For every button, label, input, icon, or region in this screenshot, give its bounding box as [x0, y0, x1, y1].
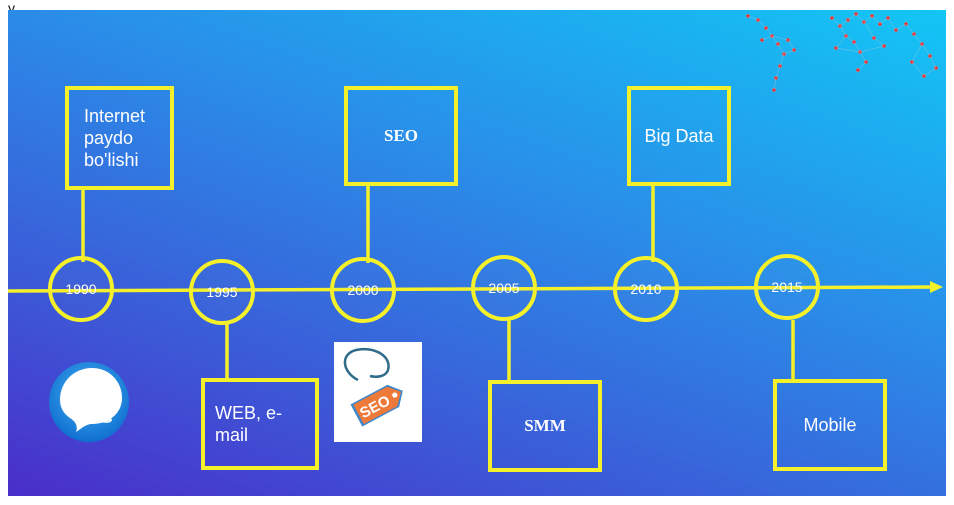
milestone-box-smm: SMM	[488, 380, 602, 472]
year-label: 2015	[771, 279, 803, 295]
year-node-2000: 2000	[330, 257, 396, 323]
year-node-2010: 2010	[613, 256, 679, 322]
milestone-text: WEB, e-mail	[215, 403, 283, 445]
milestone-box-seo: SEO	[344, 86, 458, 186]
seo-tag-image: SEO	[334, 342, 422, 442]
seo-tag-icon: SEO	[343, 347, 407, 431]
timeline-arrowhead-icon	[930, 281, 943, 293]
year-label: 1995	[206, 284, 238, 300]
milestone-box-big-data: Big Data	[627, 86, 731, 186]
milestone-text: SEO	[383, 126, 419, 145]
milestone-box-internet: Internet paydo bo'lishi	[65, 86, 174, 190]
year-node-1995: 1995	[189, 259, 255, 325]
year-node-2005: 2005	[471, 255, 537, 321]
year-node-2015: 2015	[754, 254, 820, 320]
world-map-dots-icon	[745, 11, 939, 93]
milestone-box-mobile: Mobile	[773, 379, 887, 471]
top-text-fragment: y	[8, 0, 15, 16]
milestone-box-web: WEB, e-mail	[201, 378, 319, 470]
year-label: 2010	[630, 281, 662, 297]
chat-bubble-logo-icon	[49, 362, 129, 442]
year-label: 2005	[488, 280, 520, 296]
year-label: 1990	[65, 281, 97, 297]
milestone-text: Big Data	[644, 126, 714, 146]
milestone-text: Internet paydo bo'lishi	[84, 106, 146, 170]
milestone-text: SMM	[524, 416, 566, 435]
year-node-1990: 1990	[48, 256, 114, 322]
milestone-text: Mobile	[803, 415, 857, 435]
timeline-slide: 1990 1995 2000 2005 2010 2015 Internet p…	[8, 10, 946, 496]
year-label: 2000	[347, 282, 379, 298]
